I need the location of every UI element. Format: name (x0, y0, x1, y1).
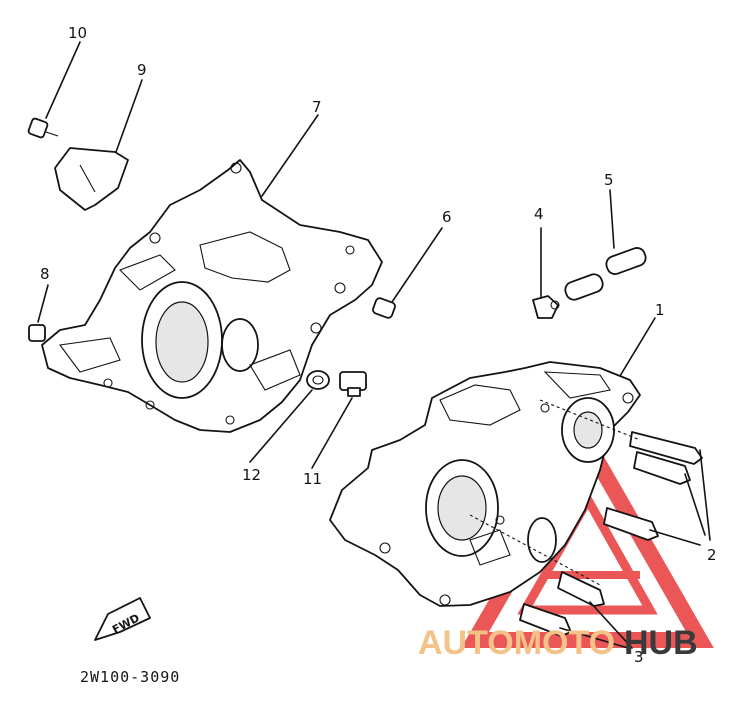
leader-lines (37, 41, 711, 649)
callout-7: 7 (312, 98, 322, 116)
bolts-3 (519, 571, 605, 637)
plug-6 (372, 297, 396, 319)
callout-10: 10 (68, 24, 87, 42)
callout-9: 9 (137, 61, 147, 79)
bolts-2 (603, 431, 703, 541)
cover-plate-9 (54, 147, 129, 211)
elbow-fitting-4 (532, 295, 560, 319)
callout-labels: 10 9 7 8 6 4 5 1 2 3 12 11 (40, 24, 717, 666)
forward-direction-arrow: FWD (94, 597, 151, 641)
callout-12: 12 (242, 466, 261, 484)
callout-4: 4 (534, 205, 544, 223)
watermark-text-hub: HUB (624, 624, 698, 662)
plug-11 (339, 371, 367, 397)
callout-8: 8 (40, 265, 50, 283)
dowel-pins-5 (564, 247, 647, 301)
callout-6: 6 (442, 208, 452, 226)
right-crankcase-half (329, 361, 641, 607)
bolt-10 (27, 117, 59, 139)
callout-3: 3 (634, 648, 644, 666)
callout-2: 2 (707, 546, 717, 564)
callout-11: 11 (303, 470, 322, 488)
callout-5: 5 (604, 171, 614, 189)
bolt-8 (28, 324, 46, 342)
callout-1: 1 (655, 301, 665, 319)
diagram-code: 2W100-3090 (80, 668, 180, 686)
left-crankcase-half (41, 159, 383, 433)
washer-12 (306, 370, 330, 390)
watermark-text-automoto: AUTOMOTO (418, 624, 615, 662)
